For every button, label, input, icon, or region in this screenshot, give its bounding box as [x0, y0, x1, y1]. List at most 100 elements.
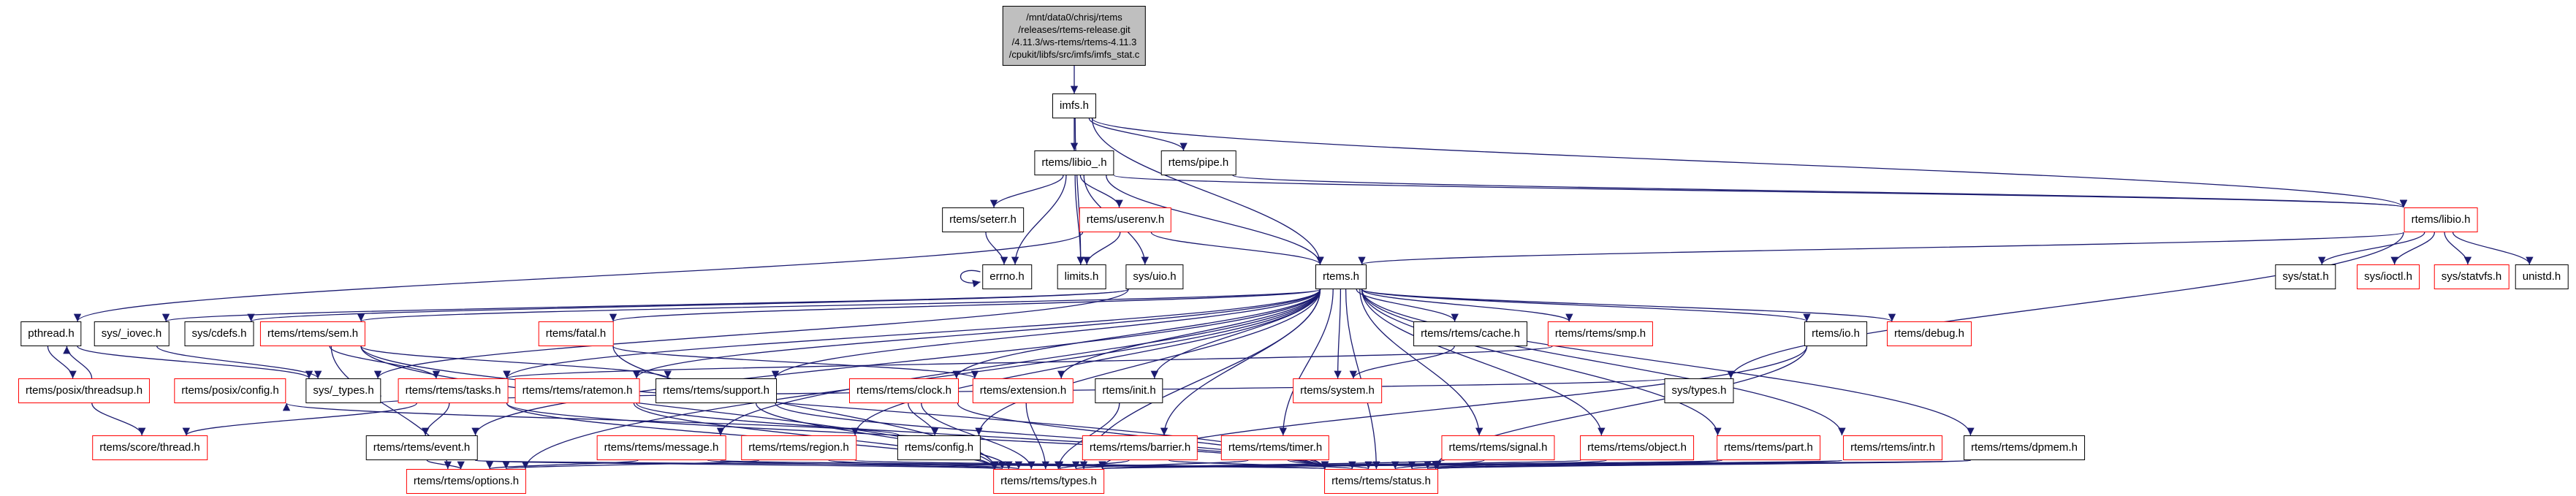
- node-limits[interactable]: limits.h: [1057, 264, 1106, 289]
- edge-uio-cdefs: [248, 289, 1129, 322]
- edge-rtems-region: [851, 289, 1321, 436]
- edge-rtems-ratemon: [633, 289, 1321, 379]
- node-event[interactable]: rtems/rtems/event.h: [365, 435, 478, 460]
- edge-libio-sys_types: [1727, 232, 2404, 379]
- edge-smp-tasks: [504, 346, 1553, 379]
- edge-rtems-intr: [1361, 289, 1846, 436]
- node-errno[interactable]: errno.h: [982, 264, 1032, 289]
- edge-libio_-seterr: [989, 175, 1064, 208]
- node-unistd[interactable]: unistd.h: [2515, 264, 2569, 289]
- root-path-line: /cpukit/libfs/src/imfs/imfs_stat.c: [1008, 49, 1140, 60]
- edge-rtems-barrier: [1160, 289, 1321, 436]
- node-object[interactable]: rtems/rtems/object.h: [1580, 435, 1694, 460]
- edge-event-status: [474, 459, 1327, 470]
- edge-imfs-rtems: [1091, 118, 1324, 265]
- node-uio[interactable]: sys/uio.h: [1125, 264, 1184, 289]
- node-pipe[interactable]: rtems/pipe.h: [1160, 150, 1236, 175]
- node-iovec[interactable]: sys/_iovec.h: [94, 321, 170, 346]
- node-posix_config[interactable]: rtems/posix/config.h: [174, 378, 286, 403]
- node-sys_statvfs[interactable]: sys/statvfs.h: [2433, 264, 2509, 289]
- edge-fatal-extension: [612, 346, 979, 379]
- edge-libio_-rtems: [1106, 175, 1324, 265]
- edge-rtems-tasks: [503, 289, 1321, 379]
- node-system[interactable]: rtems/system.h: [1293, 378, 1382, 403]
- node-timer[interactable]: rtems/rtems/timer.h: [1220, 435, 1330, 460]
- node-imfs[interactable]: imfs.h: [1052, 94, 1097, 118]
- node-sys_ioctl[interactable]: sys/ioctl.h: [2357, 264, 2420, 289]
- node-options[interactable]: rtems/rtems/options.h: [406, 469, 527, 494]
- node-extension[interactable]: rtems/extension.h: [972, 378, 1074, 403]
- node-tasks[interactable]: rtems/rtems/tasks.h: [398, 378, 509, 403]
- node-region[interactable]: rtems/rtems/region.h: [741, 435, 856, 460]
- edge-libio-rtems: [1359, 232, 2404, 265]
- node-userenv[interactable]: rtems/userenv.h: [1079, 207, 1172, 232]
- edge-region-options: [503, 459, 760, 470]
- node-rtems_types[interactable]: rtems/rtems/types.h: [993, 469, 1104, 494]
- edge-threadsup-score_thread: [91, 402, 146, 436]
- edge-libio_-libio: [1113, 175, 2407, 208]
- edge-pipe-libio: [1232, 175, 2407, 208]
- edge-libio-unistd: [2452, 232, 2534, 265]
- node-intr[interactable]: rtems/rtems/intr.h: [1843, 435, 1942, 460]
- root-path-line: /releases/rtems-release.git: [1018, 24, 1131, 35]
- node-status[interactable]: rtems/rtems/status.h: [1324, 469, 1438, 494]
- edge-pthread-threadsup: [47, 346, 77, 379]
- node-smp[interactable]: rtems/rtems/smp.h: [1547, 321, 1654, 346]
- node-libio_[interactable]: rtems/libio_.h: [1034, 150, 1114, 175]
- edge-pthread-_types: [77, 346, 314, 379]
- edge-errno-errno: [960, 270, 981, 288]
- node-seterr[interactable]: rtems/seterr.h: [942, 207, 1024, 232]
- node-dpmem[interactable]: rtems/rtems/dpmem.h: [1964, 435, 2085, 460]
- node-score_thread[interactable]: rtems/score/thread.h: [92, 435, 208, 460]
- node-part[interactable]: rtems/rtems/part.h: [1717, 435, 1820, 460]
- edge-userenv-limits: [1083, 232, 1121, 265]
- node-clock[interactable]: rtems/rtems/clock.h: [848, 378, 960, 403]
- edge-dpmem-status: [1435, 459, 1972, 470]
- node-rtems[interactable]: rtems.h: [1315, 264, 1367, 289]
- edge-rtems-object: [1361, 289, 1606, 436]
- edge-userenv-rtems: [1150, 232, 1324, 265]
- node-support[interactable]: rtems/rtems/support.h: [656, 378, 777, 403]
- node-sys_types[interactable]: sys/types.h: [1664, 378, 1734, 403]
- edge-rtems-system: [1334, 289, 1342, 379]
- root-path-line: /4.11.3/ws-rtems/rtems-4.11.3: [1011, 37, 1137, 47]
- node-init[interactable]: rtems/init.h: [1095, 378, 1163, 403]
- node-cache[interactable]: rtems/rtems/cache.h: [1413, 321, 1527, 346]
- edge-libio_-userenv: [1079, 175, 1123, 208]
- node-cdefs[interactable]: sys/cdefs.h: [184, 321, 254, 346]
- node-debug[interactable]: rtems/debug.h: [1887, 321, 1972, 346]
- node-_types[interactable]: sys/_types.h: [305, 378, 381, 403]
- edge-uio-_types: [374, 289, 1129, 379]
- edge-libio-sys_statvfs: [2444, 232, 2472, 265]
- node-sem[interactable]: rtems/rtems/sem.h: [259, 321, 366, 346]
- edge-rtems-debug: [1361, 289, 1896, 322]
- edge-threadsup-pthread: [63, 346, 93, 379]
- node-sys_stat[interactable]: sys/stat.h: [2275, 264, 2336, 289]
- node-threadsup[interactable]: rtems/posix/threadsup.h: [18, 378, 151, 403]
- node-message[interactable]: rtems/rtems/message.h: [596, 435, 726, 460]
- node-barrier[interactable]: rtems/rtems/barrier.h: [1082, 435, 1198, 460]
- node-ratemon[interactable]: rtems/rtems/ratemon.h: [514, 378, 640, 403]
- node-libio[interactable]: rtems/libio.h: [2404, 207, 2478, 232]
- edge-rtems-timer: [1279, 289, 1334, 436]
- edge-imfs-libio: [1091, 118, 2407, 208]
- node-pthread[interactable]: pthread.h: [20, 321, 82, 346]
- edge-tasks-event: [421, 402, 450, 436]
- node-rtems_config[interactable]: rtems/config.h: [897, 435, 981, 460]
- node-signal[interactable]: rtems/rtems/signal.h: [1441, 435, 1555, 460]
- edge-seterr-errno: [985, 232, 1008, 265]
- root-path-line: /mnt/data0/chrisj/rtems: [1026, 12, 1122, 23]
- edge-rtems-event: [471, 289, 1321, 436]
- node-fatal[interactable]: rtems/fatal.h: [538, 321, 614, 346]
- edge-imfs-pipe: [1088, 118, 1188, 151]
- edge-rtems_config-posix_config: [283, 402, 900, 436]
- edge-extension-rtems_types: [1025, 402, 1049, 470]
- edge-libio_-errno: [1011, 175, 1067, 265]
- edge-rtems-part: [1361, 289, 1722, 436]
- node-io[interactable]: rtems/io.h: [1804, 321, 1867, 346]
- edge-rtems-fatal: [609, 289, 1321, 322]
- edge-libio_-limits: [1074, 175, 1084, 265]
- edge-iovec-_types: [156, 346, 322, 379]
